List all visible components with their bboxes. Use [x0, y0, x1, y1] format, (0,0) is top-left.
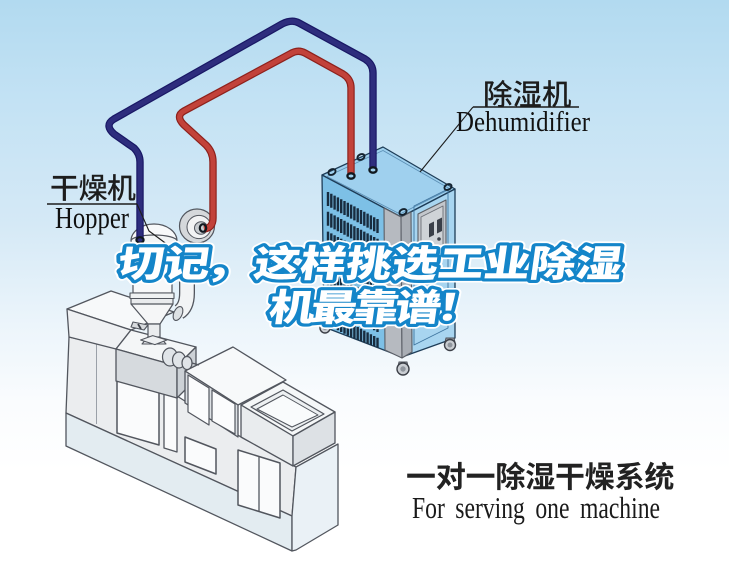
svg-text:Dehumidifier: Dehumidifier: [456, 107, 591, 138]
svg-text:For serving one machine: For serving one machine: [412, 490, 660, 525]
svg-text:Hopper: Hopper: [55, 200, 130, 235]
